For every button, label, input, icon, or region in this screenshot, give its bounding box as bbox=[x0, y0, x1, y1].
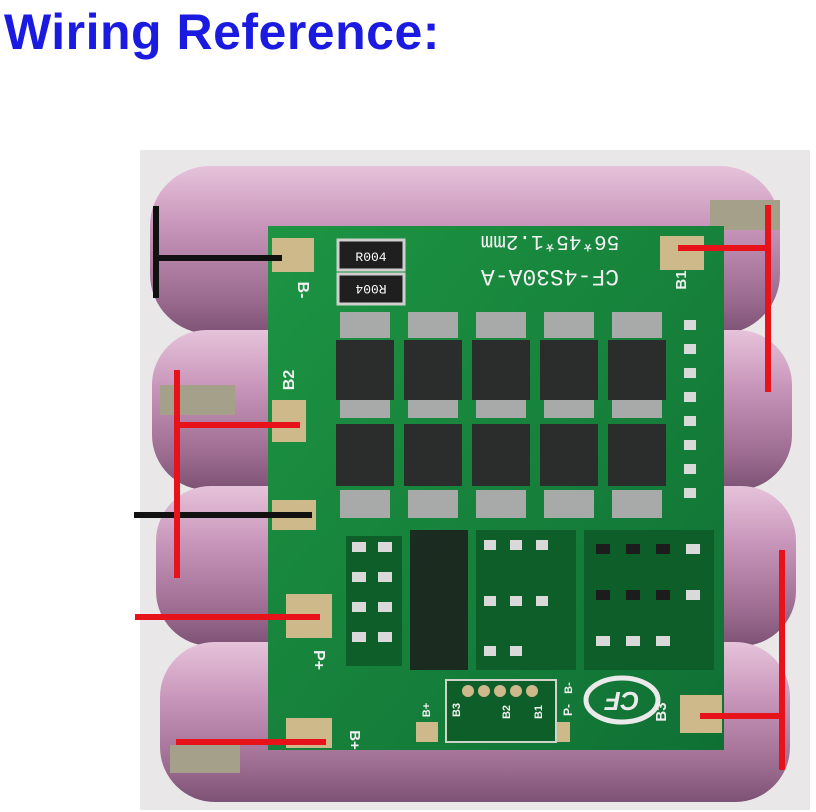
label-p-plus: P+ bbox=[310, 650, 327, 670]
cf-logo-text: CF bbox=[604, 686, 640, 716]
solder-pads bbox=[272, 236, 722, 748]
label-conn-b3: B3 bbox=[451, 703, 463, 717]
label-b2: B2 bbox=[281, 370, 298, 391]
red-wires bbox=[135, 205, 785, 770]
resistor-label-1: R004 bbox=[355, 250, 386, 265]
pad-b2 bbox=[272, 400, 306, 442]
mosfet-tabs-bottom bbox=[340, 490, 662, 518]
label-conn-b1: B1 bbox=[533, 705, 545, 719]
label-b-minus: B- bbox=[294, 282, 311, 299]
mosfet bbox=[404, 340, 462, 400]
mosfet bbox=[540, 424, 598, 486]
mosfet bbox=[472, 340, 530, 400]
mosfet bbox=[472, 424, 530, 486]
label-p-minus: P- bbox=[561, 704, 575, 716]
mosfet bbox=[608, 340, 666, 400]
label-b1: B1 bbox=[673, 270, 690, 289]
mosfet bbox=[336, 424, 394, 486]
nickel-tabs bbox=[160, 200, 780, 773]
board-size-text: 56*45*1.2mm bbox=[481, 229, 620, 252]
pad-b1 bbox=[660, 236, 704, 270]
connector-holes bbox=[462, 685, 538, 697]
mosfet-tabs-top bbox=[340, 312, 662, 418]
smd-components bbox=[346, 530, 714, 670]
edge-components bbox=[684, 320, 696, 498]
nickel-tab bbox=[170, 745, 240, 773]
page-title: Wiring Reference: bbox=[4, 4, 440, 60]
mosfet-row-top bbox=[336, 340, 666, 400]
mosfet bbox=[404, 424, 462, 486]
mosfet-row-bottom bbox=[336, 424, 666, 486]
cf-logo bbox=[583, 675, 661, 725]
mosfet bbox=[540, 340, 598, 400]
black-wires bbox=[134, 206, 312, 518]
pad-p-minus bbox=[416, 722, 438, 742]
shunt-resistor-1 bbox=[336, 238, 406, 272]
bms-board bbox=[268, 226, 724, 750]
label-conn-b-plus: B+ bbox=[421, 703, 433, 717]
part-number-text: CF-4S30A-A bbox=[481, 263, 619, 289]
resistor-label-2: R004 bbox=[355, 281, 386, 296]
label-b-plus: B+ bbox=[346, 730, 363, 750]
label-conn-b-minus: B- bbox=[563, 682, 575, 694]
mosfet bbox=[336, 340, 394, 400]
mosfet bbox=[608, 424, 666, 486]
shunt-resistor-2 bbox=[336, 272, 406, 306]
nickel-tab bbox=[160, 385, 235, 415]
label-conn-b2: B2 bbox=[501, 705, 513, 719]
label-b3: B3 bbox=[653, 702, 670, 721]
